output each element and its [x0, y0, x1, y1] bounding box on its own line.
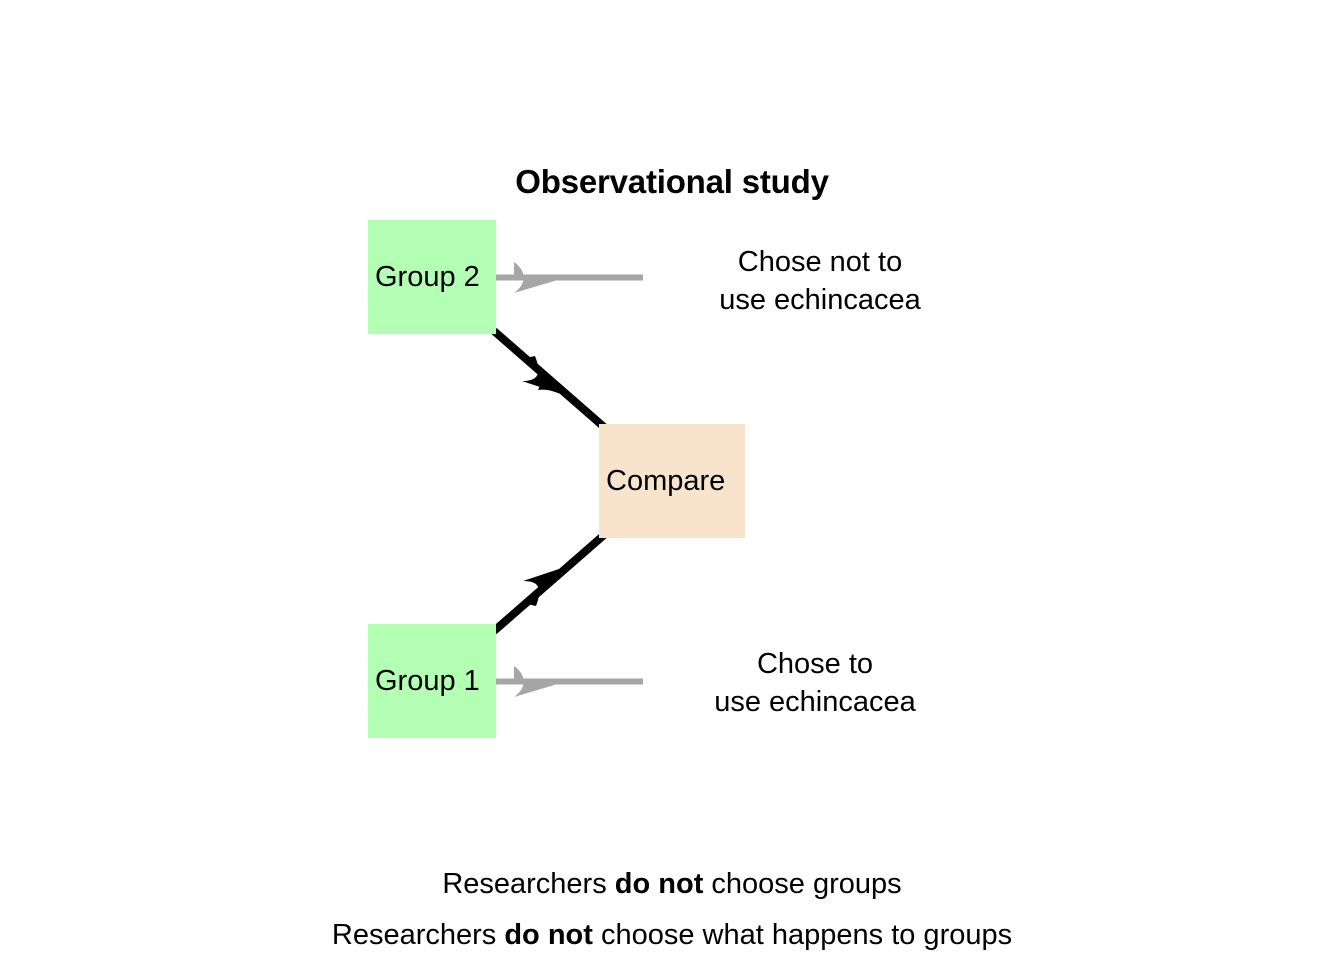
node-compare[interactable]: Compare [599, 424, 745, 538]
footer-line-1-emphasis: do not [614, 868, 704, 900]
arrow-group2-to-outcome [496, 262, 643, 293]
footer-line-2-emphasis: do not [504, 919, 593, 951]
outcome-note-group-2-line-1: Chose not to [737, 246, 903, 278]
node-group-2-label: Group 2 [375, 261, 480, 293]
node-group-2[interactable]: Group 2 [368, 220, 496, 334]
outcome-note-group-1-line-1: Chose to [756, 648, 874, 680]
arrow-group1-to-outcome [496, 666, 643, 697]
outcome-note-group-1: Chose to use echincacea [655, 645, 975, 721]
footer-line-1-suffix: choose groups [703, 868, 902, 900]
footer-caption-line-2: Researchers do not choose what happens t… [0, 917, 1344, 953]
footer-line-2-suffix: choose what happens to groups [592, 919, 1013, 951]
outcome-note-group-1-line-2: use echincacea [714, 686, 916, 718]
footer-caption-line-1: Researchers do not choose groups [0, 866, 1344, 902]
outcome-note-group-2-line-2: use echincacea [719, 284, 921, 316]
arrow-group1-to-compare [491, 531, 607, 635]
node-compare-label: Compare [606, 465, 726, 497]
outcome-note-group-2: Chose not to use echincacea [660, 243, 980, 319]
node-group-1-label: Group 1 [375, 665, 480, 697]
footer-line-1-prefix: Researchers [442, 868, 615, 900]
arrow-group2-to-compare [491, 327, 607, 431]
footer-line-2-prefix: Researchers [331, 919, 505, 951]
node-group-1[interactable]: Group 1 [368, 624, 496, 738]
page-title: Observational study [515, 163, 829, 200]
